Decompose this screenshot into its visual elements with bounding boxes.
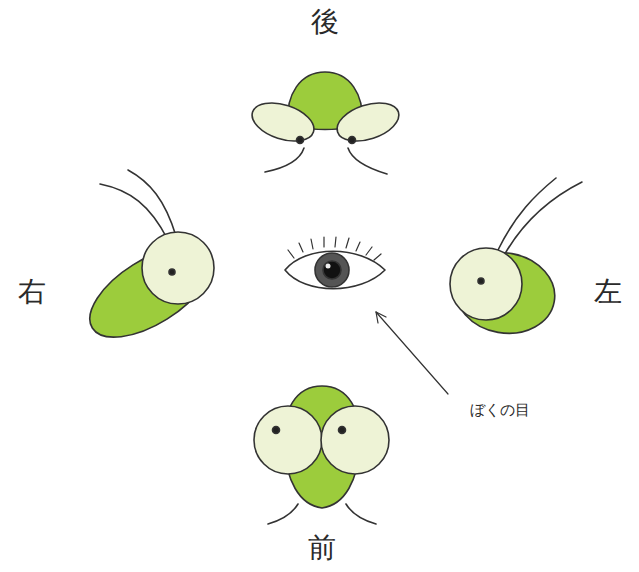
view-label: 右 <box>18 277 46 308</box>
front-head <box>254 386 389 524</box>
view-label: 左 <box>594 277 622 308</box>
view-label: 後 <box>311 7 339 38</box>
human-eye <box>285 237 385 289</box>
leader-arrow <box>376 312 448 394</box>
right-head <box>75 170 224 355</box>
left-head <box>449 178 582 341</box>
callout-label: ぼくの目 <box>470 402 530 419</box>
back-head <box>247 72 403 174</box>
view-label: 前 <box>308 533 336 564</box>
